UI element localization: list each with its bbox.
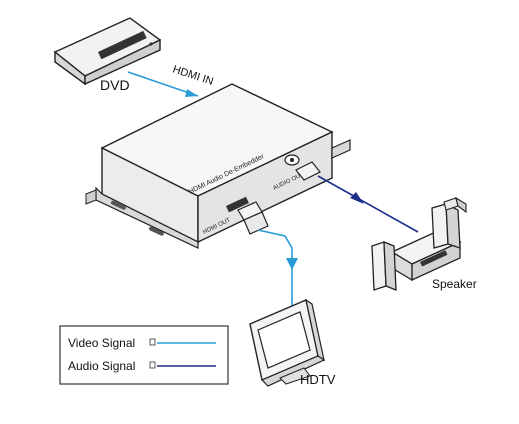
legend-marker-video: [149, 338, 156, 346]
speaker-system: [371, 196, 467, 291]
legend-label-audio: Audio Signal: [68, 359, 135, 373]
dvd-player: [53, 17, 162, 86]
hdtv: [249, 298, 326, 387]
audio-cable: [317, 175, 419, 233]
video-cable-arrow: [286, 258, 298, 270]
hdmi-in-label: HDMI IN: [171, 63, 215, 87]
hdmi-in-arrow: [185, 89, 198, 97]
legend: Video Signal Audio Signal: [59, 325, 229, 385]
dvd-label: DVD: [100, 77, 130, 93]
legend-box: [59, 325, 229, 385]
legend-label-video: Video Signal: [68, 336, 135, 350]
de-embedder-box: [85, 83, 351, 249]
hdtv-label: HDTV: [300, 372, 336, 387]
audio-out-plug: [295, 161, 321, 181]
speaker-label: Speaker: [432, 277, 477, 291]
legend-marker-audio: [149, 361, 156, 369]
audio-cable-arrow: [350, 192, 364, 204]
hdmi-out-plug: [237, 201, 269, 235]
video-cable: [257, 229, 293, 306]
